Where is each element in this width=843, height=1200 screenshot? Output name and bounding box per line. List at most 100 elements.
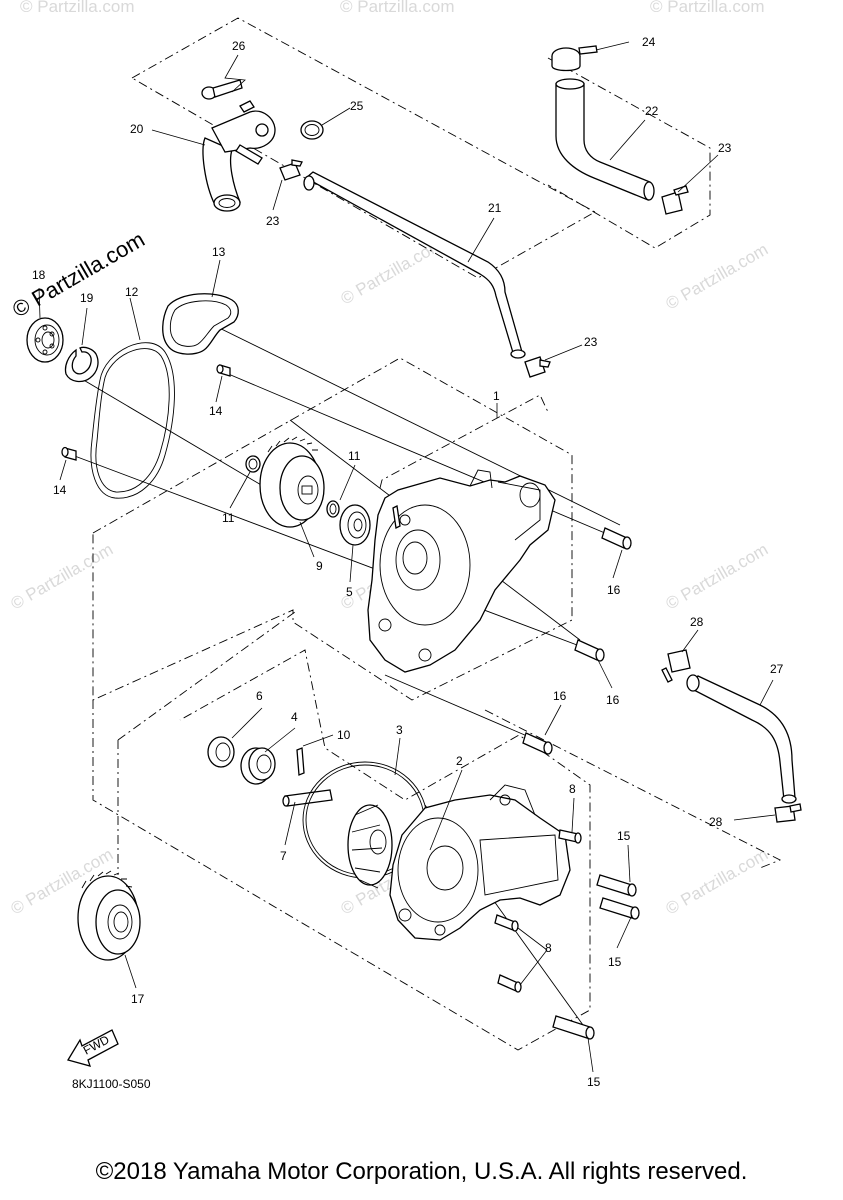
bearing-axis-line — [69, 371, 296, 506]
watermark-main: © Partzilla.com — [8, 227, 149, 323]
callout-14: 14 — [53, 483, 67, 497]
part-14-dowel-pin — [61, 446, 77, 461]
callout-23: 23 — [584, 335, 598, 349]
boundary-pump-group — [92, 649, 591, 1051]
part-1-cover — [367, 469, 556, 673]
part-25-o-ring — [300, 120, 324, 140]
part-12-o-ring — [90, 342, 175, 499]
part-19-circlip — [64, 346, 99, 383]
callout-23: 23 — [718, 141, 732, 155]
boundary-cover-group — [92, 357, 573, 701]
callout-6: 6 — [256, 689, 263, 703]
part-11-circlip — [326, 500, 340, 518]
fwd-arrow-icon: FWD — [67, 1029, 119, 1067]
part-15-bolt — [552, 1015, 595, 1040]
callout-13: 13 — [212, 245, 226, 259]
part-11-circlip — [245, 455, 261, 473]
callout-9: 9 — [316, 559, 323, 573]
watermark-text: © Partzilla.com — [650, 0, 765, 16]
callout-16: 16 — [607, 583, 621, 597]
callout-18: 18 — [32, 268, 46, 282]
diagram-code: 8KJ1100-S050 — [72, 1077, 151, 1091]
watermark-text: © Partzilla.com — [20, 0, 135, 16]
part-15-bolt — [599, 897, 640, 920]
part-6-oil-seal — [207, 736, 235, 768]
part-13-gasket — [162, 293, 239, 355]
part-16-bolt — [574, 639, 605, 662]
assembly-boundaries — [92, 17, 782, 1051]
part-7-impeller-shaft — [282, 789, 333, 807]
part-23-clamp — [279, 159, 303, 181]
part-4-mechanical-seal — [240, 747, 276, 785]
boundary-hose-22-group — [547, 57, 711, 249]
callout-leaders — [38, 41, 776, 1073]
part-23-clamp — [524, 356, 551, 378]
callout-21: 21 — [488, 201, 502, 215]
callout-1: 1 — [493, 389, 500, 403]
callout-4: 4 — [291, 710, 298, 724]
watermark-text: © Partzilla.com — [663, 540, 772, 614]
callout-7: 7 — [280, 849, 287, 863]
callout-22: 22 — [645, 104, 659, 118]
part-28-clamp — [774, 803, 802, 823]
bolt-16-axis-line — [198, 317, 621, 526]
callout-11: 11 — [222, 511, 235, 525]
callout-8: 8 — [545, 941, 552, 955]
callout-24: 24 — [642, 35, 656, 49]
alignment-lines — [69, 317, 621, 1033]
part-28-clamp — [661, 649, 691, 683]
part-26-bolt — [201, 79, 243, 100]
part-16-bolt — [522, 732, 553, 755]
callout-20: 20 — [130, 122, 144, 136]
callout-15: 15 — [587, 1075, 601, 1089]
boundary-hose-27-group — [484, 709, 782, 869]
part-8-bolt — [558, 829, 582, 844]
part-27-hose — [686, 674, 797, 804]
part-22-hose — [555, 78, 655, 201]
part-10-pin — [296, 747, 305, 776]
part-16-bolt — [601, 527, 632, 550]
dowel-axis-line-lower — [71, 454, 586, 649]
part-impeller — [347, 804, 393, 889]
callout-labels: 26 20 25 23 24 22 23 21 23 13 12 18 19 1… — [32, 35, 784, 1089]
callout-14: 14 — [209, 404, 223, 418]
callout-3: 3 — [396, 723, 403, 737]
callout-15: 15 — [617, 829, 631, 843]
part-8-bolt — [494, 914, 519, 932]
boundary-gear-link — [117, 611, 296, 741]
part-8-bolt — [497, 974, 522, 993]
callout-8: 8 — [569, 782, 576, 796]
callout-17: 17 — [131, 992, 145, 1006]
part-15-bolt — [596, 874, 637, 897]
callout-27: 27 — [770, 662, 784, 676]
part-9-gear — [259, 436, 325, 528]
part-24-clamp — [551, 45, 598, 72]
part-17-gear — [77, 870, 141, 961]
watermark-text: © Partzilla.com — [340, 0, 455, 16]
bolt-16c-axis-line — [384, 674, 549, 746]
copyright-notice: ©2018 Yamaha Motor Corporation, U.S.A. A… — [95, 1158, 748, 1185]
callout-26: 26 — [232, 39, 246, 53]
watermark-text: © Partzilla.com — [663, 240, 772, 314]
callout-16: 16 — [553, 689, 567, 703]
callout-5: 5 — [346, 585, 353, 599]
part-14-dowel-pin — [216, 364, 231, 377]
callout-25: 25 — [350, 99, 364, 113]
callout-16: 16 — [606, 693, 620, 707]
part-2-pump-housing — [389, 784, 571, 941]
boundary-outlet-group — [131, 17, 596, 279]
callout-2: 2 — [456, 754, 463, 768]
boundary-hose-21-link — [379, 394, 549, 489]
callout-28: 28 — [709, 815, 723, 829]
part-5-bearing — [339, 504, 371, 546]
part-21-hose — [303, 171, 526, 359]
callout-12: 12 — [125, 285, 139, 299]
watermark-text: © Partzilla.com — [663, 845, 772, 919]
watermark-layer: © Partzilla.com © Partzilla.com © Partzi… — [8, 0, 772, 918]
watermark-text: © Partzilla.com — [8, 540, 117, 614]
callout-10: 10 — [337, 728, 351, 742]
part-18-bearing — [26, 317, 64, 363]
callout-11: 11 — [348, 449, 361, 463]
callout-28: 28 — [690, 615, 704, 629]
